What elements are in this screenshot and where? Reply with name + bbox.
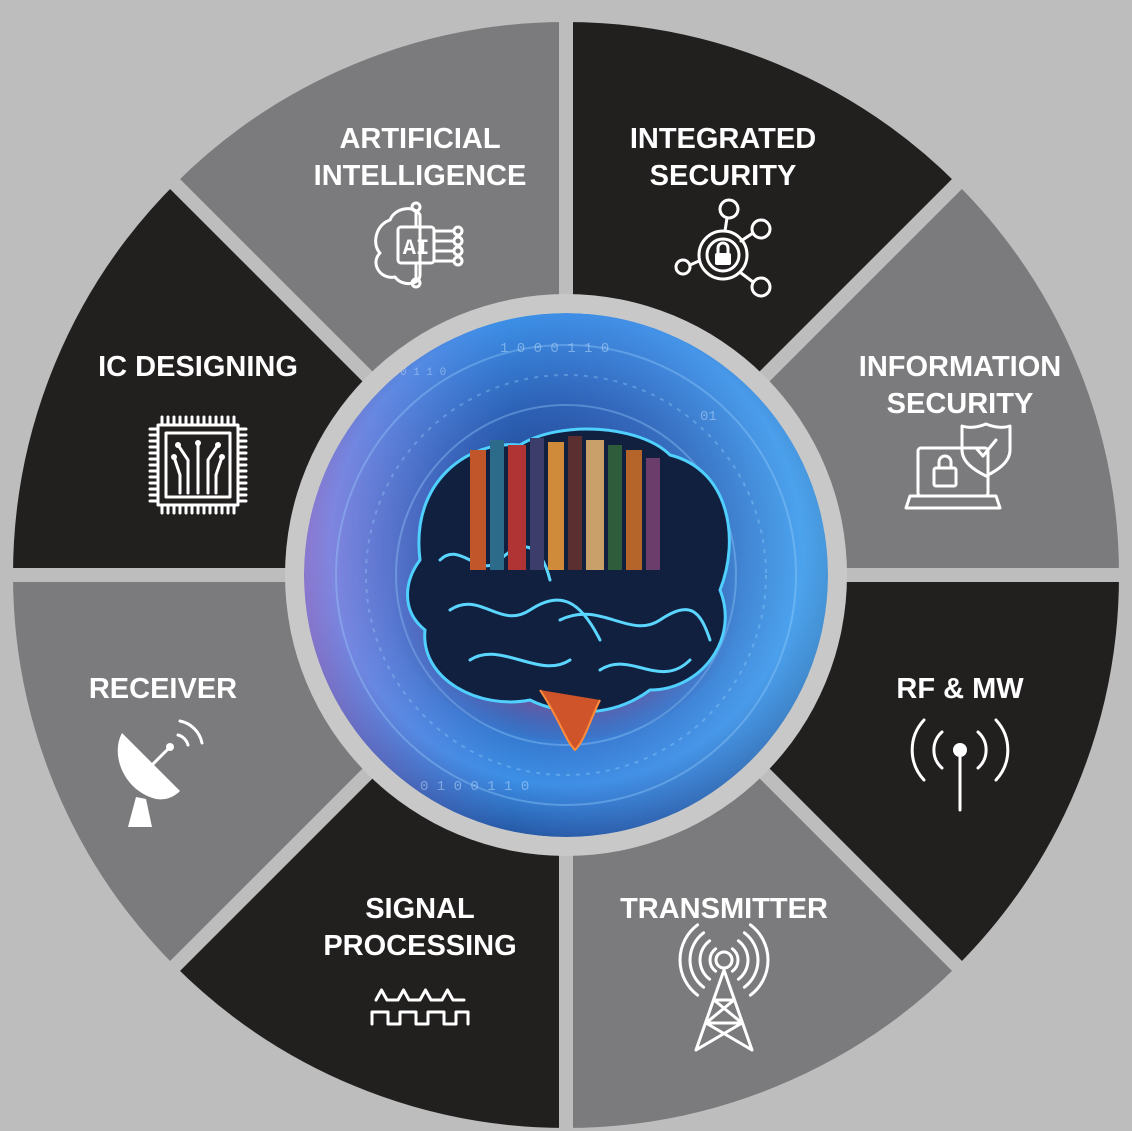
segment-label-ai: ARTIFICIAL INTELLIGENCE [314, 123, 527, 192]
segment-label-line: INFORMATION [859, 351, 1061, 383]
segment-label-signal-processing: SIGNAL PROCESSING [323, 893, 516, 962]
segment-label-ic-designing: IC DESIGNING [98, 351, 298, 383]
segment-label-line: SECURITY [650, 160, 797, 192]
segment-label-line: TRANSMITTER [620, 893, 828, 925]
waveform-icon [370, 988, 470, 1026]
laptop-shield-lock-icon [904, 422, 1012, 510]
svg-text:AI: AI [403, 236, 429, 261]
center-image: 1 0 0 0 1 1 0 0 1 1 0 0 1 0 0 1 1 0 01 [304, 313, 828, 837]
network-lock-icon [674, 198, 772, 298]
segment-label-information-security: INFORMATION SECURITY [859, 351, 1061, 420]
segment-label-line: IC DESIGNING [98, 351, 298, 383]
svg-text:01: 01 [700, 409, 717, 425]
svg-text:0 1 0 0 1 1 0: 0 1 0 0 1 1 0 [420, 779, 529, 795]
segment-label-line: RECEIVER [89, 673, 237, 705]
ai-chip-brain-icon: AI [374, 201, 464, 289]
segment-label-line: SIGNAL [365, 893, 475, 925]
segment-label-line: INTEGRATED [630, 123, 816, 155]
segment-label-integrated-security: INTEGRATED SECURITY [630, 123, 816, 192]
svg-text:0 1 1 0: 0 1 1 0 [400, 367, 446, 379]
transmission-tower-icon [678, 923, 770, 1052]
segment-label-transmitter: TRANSMITTER [620, 893, 828, 925]
microchip-icon [148, 415, 248, 515]
segment-label-rf-mw: RF & MW [896, 673, 1024, 705]
segment-label-line: PROCESSING [323, 930, 516, 962]
segment-label-line: ARTIFICIAL [339, 123, 500, 155]
svg-text:1 0 0 0 1 1 0: 1 0 0 0 1 1 0 [500, 341, 609, 357]
books [470, 436, 660, 570]
segment-label-line: INTELLIGENCE [314, 160, 527, 192]
segment-label-line: SECURITY [887, 388, 1034, 420]
segment-label-line: RF & MW [896, 673, 1024, 705]
satellite-dish-icon [117, 719, 204, 827]
segment-label-receiver: RECEIVER [89, 673, 237, 705]
